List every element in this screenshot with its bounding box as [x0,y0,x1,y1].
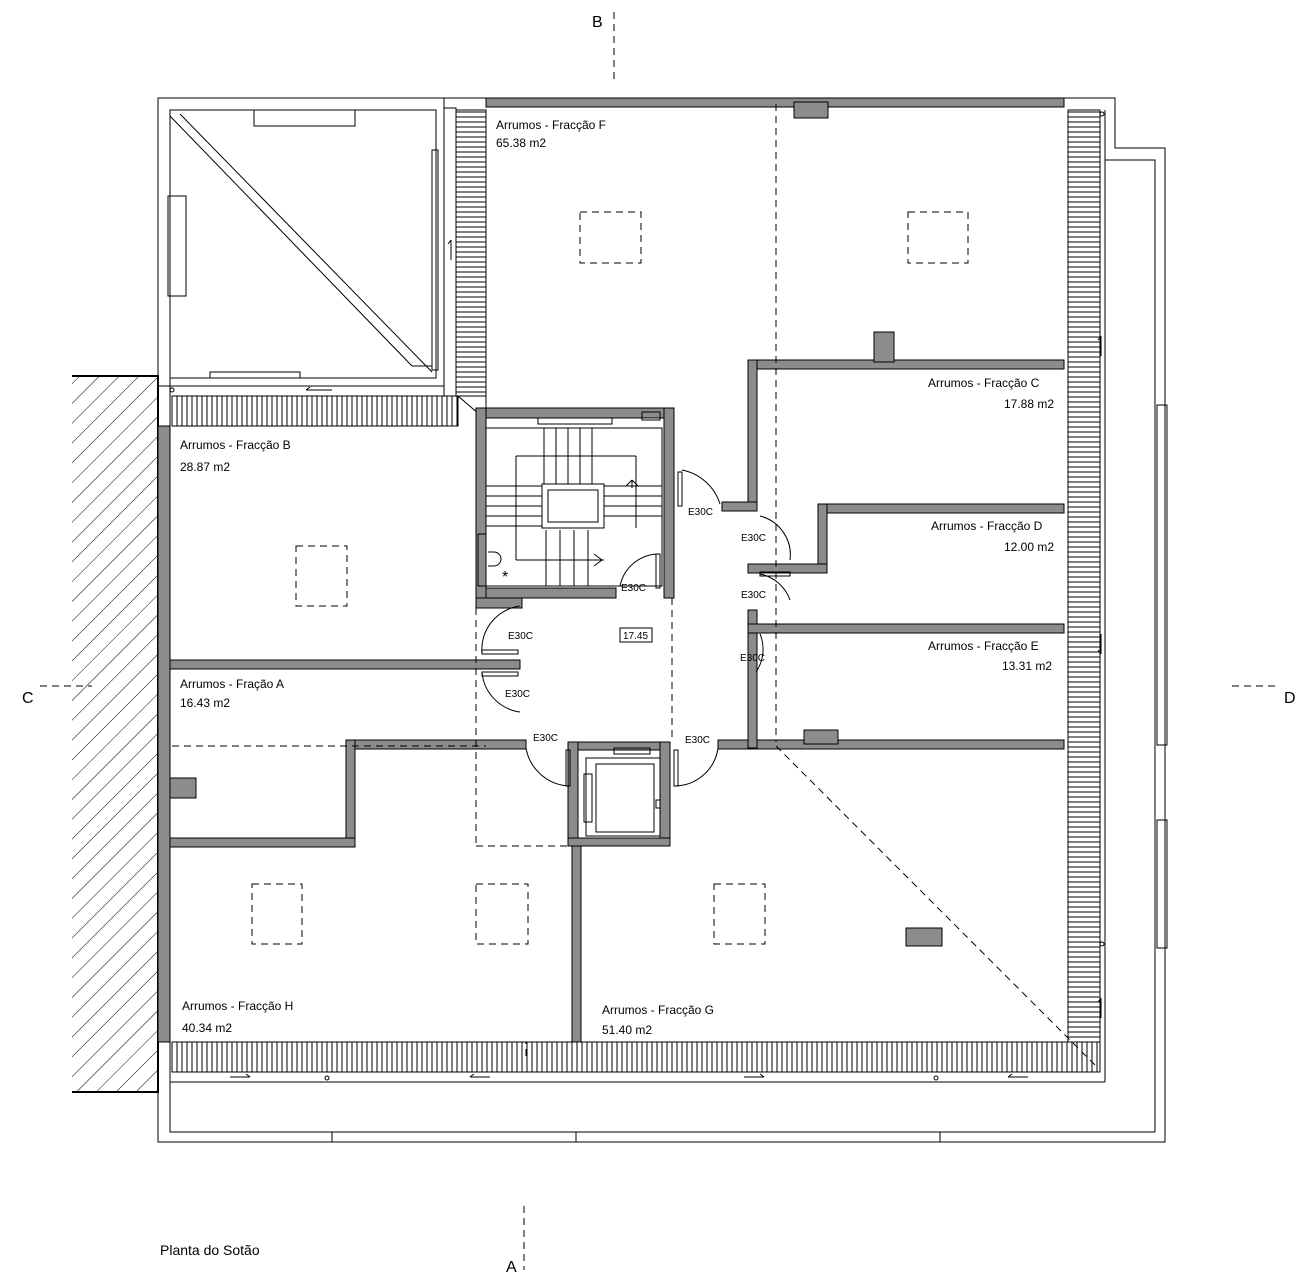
door-code: E30C [505,689,530,700]
door-swings [481,469,791,787]
room-name-c: Arrumos - Fracção C [928,376,1040,390]
room-area-g: 51.40 m2 [602,1023,652,1037]
door-code: E30C [741,590,766,601]
room-labels: Arrumos - Fracção F 65.38 m2 Arrumos - F… [180,118,1054,1037]
door-code: E30C [740,653,765,664]
door-codes: E30C E30C E30C E30C E30C E30C E30C E30C … [505,507,766,746]
section-mark-right: D [1284,690,1296,707]
room-area-d: 12.00 m2 [1004,540,1054,554]
door-code: E30C [508,631,533,642]
door-code: E30C [621,583,646,594]
dashed-lines [172,104,1099,1069]
terrace-area [157,97,457,397]
room-area-f: 65.38 m2 [496,136,546,150]
room-area-b: 28.87 m2 [180,460,230,474]
door-code: E30C [685,735,710,746]
stair-core: * [475,407,675,609]
asterisk-icon: * [502,569,508,586]
section-marks: B A C D [22,12,1296,1276]
section-mark-left: C [22,690,34,707]
walls [157,97,1065,1043]
room-name-a: Arrumos - Fração A [180,677,284,691]
room-area-h: 40.34 m2 [182,1021,232,1035]
room-name-g: Arrumos - Fracção G [602,1003,714,1017]
door-code: E30C [741,533,766,544]
door-code: E30C [533,733,558,744]
room-name-f: Arrumos - Fracção F [496,118,606,132]
room-area-a: 16.43 m2 [180,696,230,710]
hall-area-tag: 17.45 [619,627,653,643]
section-mark-bottom: A [506,1259,517,1276]
room-name-h: Arrumos - Fracção H [182,999,293,1013]
room-area-c: 17.88 m2 [1004,397,1054,411]
hall-area-value: 17.45 [623,631,648,642]
drawing-title: Planta do Sotão [160,1242,260,1258]
room-name-e: Arrumos - Fracção E [928,639,1039,653]
room-name-d: Arrumos - Fracção D [931,519,1043,533]
drainage-arrows [169,111,1105,1081]
room-name-b: Arrumos - Fracção B [180,438,291,452]
adjacent-building [72,375,159,1093]
door-code: E30C [688,507,713,518]
section-mark-top: B [592,14,603,31]
room-area-e: 13.31 m2 [1002,659,1052,673]
eave-strips [171,109,1101,1073]
lift-core [567,741,671,847]
